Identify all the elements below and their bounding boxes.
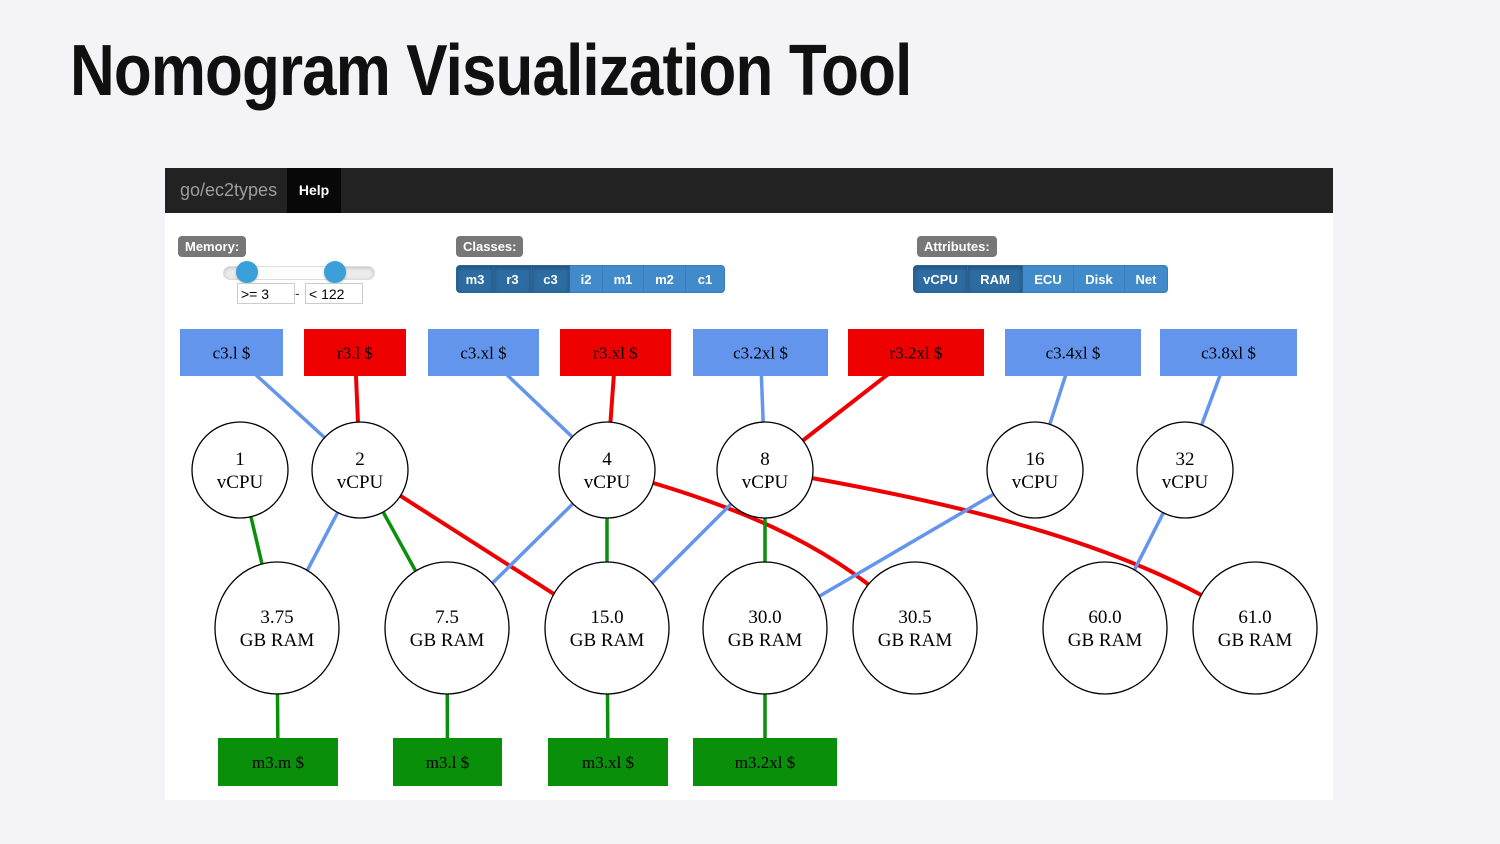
class-toggle-m3[interactable]: m3 — [456, 265, 494, 293]
node-price-label: c3.8xl $ — [1201, 344, 1256, 363]
class-toggle-r3[interactable]: r3 — [494, 265, 532, 293]
node-axis-cpu2[interactable] — [311, 421, 409, 519]
node-axis-unit: vCPU — [1162, 472, 1209, 493]
node-price-c3.l[interactable] — [180, 329, 283, 376]
node-axis-ram60.0[interactable] — [1042, 561, 1168, 695]
memory-label: Memory: — [178, 236, 247, 257]
node-price-r3.2xl[interactable] — [848, 329, 984, 376]
node-price-c3.2xl[interactable] — [693, 329, 828, 376]
class-toggle-c3[interactable]: c3 — [532, 265, 570, 293]
node-price-label: r3.l $ — [337, 344, 373, 363]
node-price-label: m3.2xl $ — [735, 753, 795, 772]
class-toggle-m2[interactable]: m2 — [644, 265, 686, 293]
node-axis-ram30.5[interactable] — [852, 561, 978, 695]
memory-slider-track[interactable] — [223, 261, 375, 283]
node-price-label: r3.2xl $ — [890, 344, 943, 363]
memory-range-dash: - — [295, 285, 300, 301]
node-axis-value: 7.5 — [435, 607, 459, 628]
node-axis-value: 61.0 — [1238, 607, 1271, 628]
node-axis-value: 60.0 — [1088, 607, 1121, 628]
nomogram-canvas: c3.l $ r3.l $ c3.xl $ r3.xl $ c3.2xl $ r3.2xl… — [180, 329, 1318, 786]
node-axis-unit: vCPU — [337, 472, 384, 493]
node-axis-unit: vCPU — [1012, 472, 1059, 493]
node-price-m3.xl[interactable] — [548, 738, 668, 786]
node-axis-unit: vCPU — [217, 472, 264, 493]
node-axis-cpu4[interactable] — [558, 421, 656, 519]
nav-item-help[interactable]: Help — [287, 168, 341, 213]
node-price-label: c3.2xl $ — [733, 344, 788, 363]
page-title: Nomogram Visualization Tool — [70, 31, 912, 111]
attribute-toggle-ram[interactable]: RAM — [968, 265, 1023, 293]
memory-slider-range — [246, 267, 335, 279]
node-price-label: c3.4xl $ — [1046, 344, 1101, 363]
node-price-r3.xl[interactable] — [560, 329, 671, 376]
node-axis-unit: GB RAM — [1218, 630, 1293, 651]
class-toggle-c1[interactable]: c1 — [686, 265, 725, 293]
memory-min-input[interactable] — [237, 283, 295, 304]
link-cpu8-ram61.0 — [764, 468, 1257, 630]
node-axis-value: 2 — [355, 449, 365, 470]
attribute-toggle-disk[interactable]: Disk — [1074, 265, 1125, 293]
node-price-label: c3.l $ — [213, 344, 251, 363]
node-axis-ram7.5[interactable] — [384, 561, 510, 695]
node-price-label: r3.xl $ — [593, 344, 637, 363]
node-axis-ram3.75[interactable] — [214, 561, 340, 695]
node-axis-value: 15.0 — [590, 607, 623, 628]
node-axis-value: 8 — [760, 449, 770, 470]
attributes-label: Attributes: — [917, 236, 997, 257]
navbar: go/ec2types Help — [165, 168, 1333, 213]
class-toggle-i2[interactable]: i2 — [570, 265, 603, 293]
node-price-c3.xl[interactable] — [428, 329, 539, 376]
app-panel: go/ec2types Help Memory: - Classes: m3r3… — [165, 168, 1333, 800]
node-axis-cpu16[interactable] — [986, 421, 1084, 519]
node-axis-value: 4 — [602, 449, 612, 470]
node-price-label: m3.l $ — [426, 753, 469, 772]
node-axis-unit: vCPU — [742, 472, 789, 493]
node-price-r3.l[interactable] — [304, 329, 406, 376]
node-axis-value: 30.5 — [898, 607, 931, 628]
node-axis-unit: vCPU — [584, 472, 631, 493]
node-axis-value: 30.0 — [748, 607, 781, 628]
node-price-m3.l[interactable] — [393, 738, 502, 786]
node-axis-ram61.0[interactable] — [1192, 561, 1318, 695]
node-axis-cpu1[interactable] — [191, 421, 289, 519]
node-axis-unit: GB RAM — [1068, 630, 1143, 651]
node-axis-ram30.0[interactable] — [702, 561, 828, 695]
node-axis-ram15.0[interactable] — [544, 561, 670, 695]
node-axis-unit: GB RAM — [878, 630, 953, 651]
memory-max-input[interactable] — [305, 283, 363, 304]
node-price-label: m3.m $ — [252, 753, 304, 772]
node-price-m3.2xl[interactable] — [693, 738, 837, 786]
attribute-toggle-ecu[interactable]: ECU — [1023, 265, 1074, 293]
node-axis-value: 1 — [235, 449, 245, 470]
node-axis-value: 16 — [1026, 449, 1045, 470]
node-axis-unit: GB RAM — [728, 630, 803, 651]
node-axis-cpu32[interactable] — [1136, 421, 1234, 519]
attribute-toggle-net[interactable]: Net — [1125, 265, 1168, 293]
node-price-c3.4xl[interactable] — [1005, 329, 1141, 376]
node-price-m3.m[interactable] — [218, 738, 338, 786]
node-axis-value: 3.75 — [260, 607, 293, 628]
class-toggle-m1[interactable]: m1 — [603, 265, 644, 293]
node-axis-unit: GB RAM — [410, 630, 485, 651]
memory-slider-handle-min[interactable] — [235, 261, 258, 283]
node-price-label: c3.xl $ — [460, 344, 506, 363]
node-axis-unit: GB RAM — [240, 630, 315, 651]
classes-label: Classes: — [456, 236, 524, 257]
node-price-label: m3.xl $ — [582, 753, 634, 772]
memory-slider-handle-max[interactable] — [324, 261, 346, 283]
node-axis-value: 32 — [1176, 449, 1195, 470]
node-price-c3.8xl[interactable] — [1160, 329, 1297, 376]
navbar-brand: go/ec2types — [180, 180, 278, 200]
attribute-toggle-vcpu[interactable]: vCPU — [913, 265, 968, 293]
node-axis-unit: GB RAM — [570, 630, 645, 651]
node-axis-cpu8[interactable] — [716, 421, 814, 519]
